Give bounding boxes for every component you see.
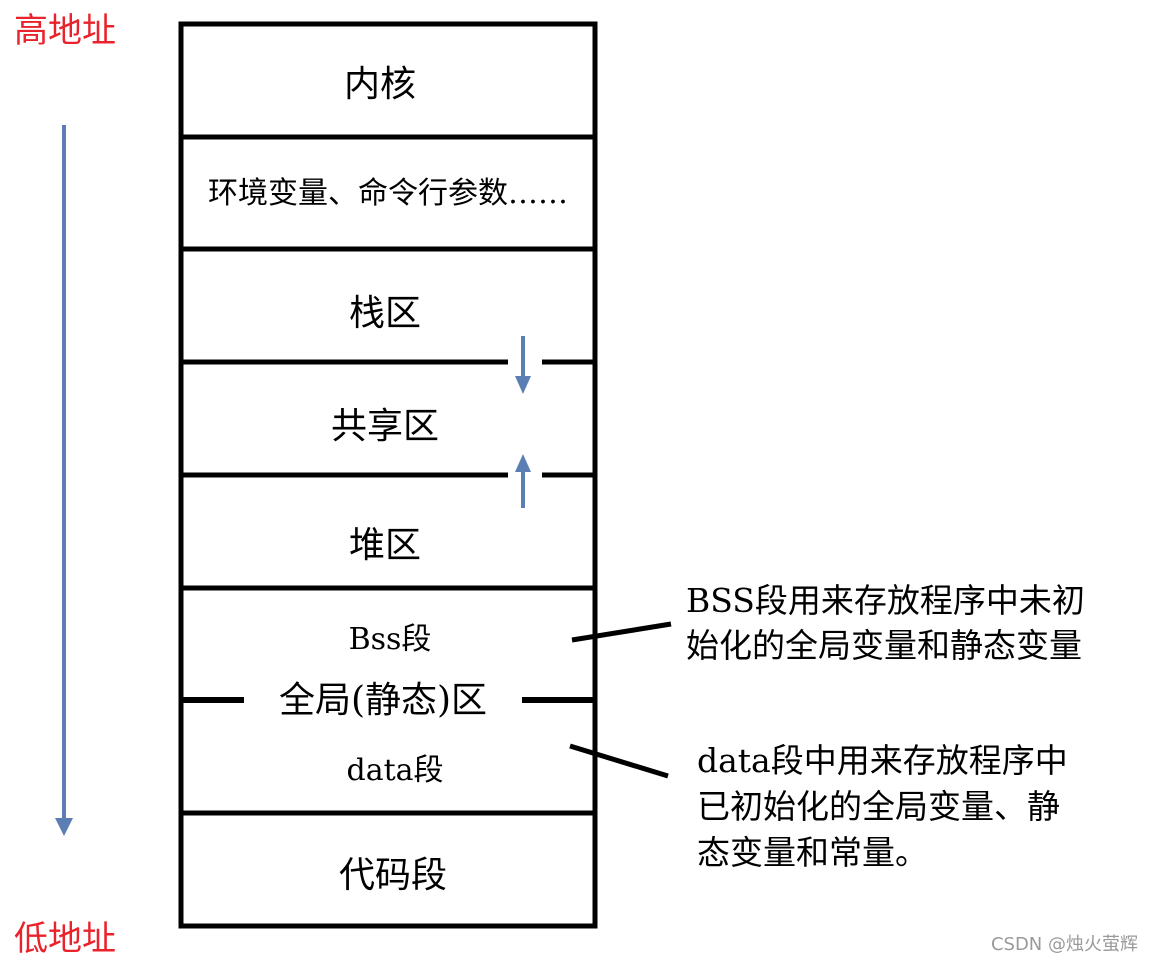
- low-address-label: 低地址: [14, 919, 116, 959]
- data-note-line-1: data段中用来存放程序中: [697, 741, 1068, 780]
- stack-label: 栈区: [349, 293, 421, 334]
- high-address-label: 高地址: [14, 11, 116, 51]
- data-label: data段: [346, 753, 443, 788]
- stack-growth-arrow: [515, 336, 531, 394]
- code-label: 代码段: [339, 855, 447, 896]
- data-callout-line: [569, 743, 669, 779]
- data-note-line-3: 态变量和常量。: [697, 833, 928, 872]
- bss-note-line-2: 始化的全局变量和静态变量: [686, 626, 1082, 665]
- env-label: 环境变量、命令行参数……: [208, 176, 568, 211]
- global-static-label: 全局(静态)区: [279, 680, 487, 721]
- watermark: CSDN @烛火萤辉: [991, 934, 1138, 955]
- shared-label: 共享区: [331, 406, 439, 447]
- bss-note-line-1: BSS段用来存放程序中未初: [686, 581, 1085, 620]
- data-note-line-2: 已初始化的全局变量、静: [697, 787, 1060, 826]
- kernel-label: 内核: [344, 64, 416, 105]
- bss-callout-line: [571, 621, 672, 643]
- heap-label: 堆区: [349, 525, 421, 566]
- address-direction-arrow: [55, 125, 73, 836]
- bss-label: Bss段: [349, 622, 432, 657]
- heap-growth-arrow: [515, 454, 531, 508]
